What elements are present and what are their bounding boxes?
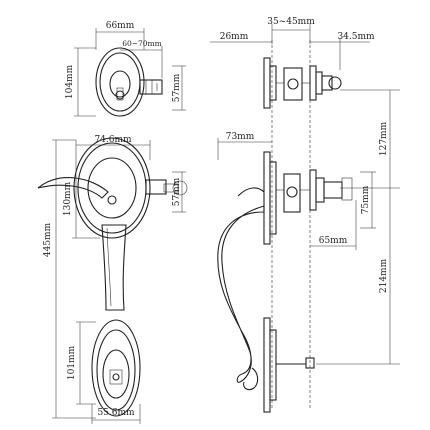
dim-side-handle-projection: 73mm — [226, 132, 255, 142]
dim-front-total-height: 445mm — [43, 222, 53, 257]
dim-front-lower-height: 101mm — [67, 345, 77, 380]
dim-side-latch-height: 75mm — [361, 185, 371, 214]
dim-side-upper-spacing: 127mm — [379, 121, 389, 156]
front-deadbolt-escutcheon — [95, 47, 163, 117]
dim-front-handle-width: 74.6mm — [94, 135, 132, 145]
side-handle-latch — [237, 151, 353, 245]
front-lower-plate — [91, 319, 141, 417]
side-lower-plate — [243, 317, 315, 413]
dim-front-handle-upper-height: 130mm — [63, 181, 73, 216]
dim-front-deadbolt-width: 66mm — [106, 21, 135, 31]
dim-side-inside-depth: 65mm — [319, 236, 348, 246]
dim-side-lower-spacing: 214mm — [379, 258, 389, 293]
dim-front-lower-width: 55.6mm — [97, 408, 135, 418]
front-view: 66mm 60~70mm 104mm 57mm 74.6mm 130mm 57m… — [37, 21, 188, 424]
side-view: 35~45mm 26mm 34.5mm 73mm 127mm 75mm 65mm… — [210, 17, 400, 413]
dim-front-deadbolt-height: 104mm — [65, 64, 75, 99]
dim-side-thumbturn-depth: 34.5mm — [337, 32, 375, 42]
front-grip — [101, 224, 127, 311]
dim-side-door-thickness: 35~45mm — [267, 17, 315, 27]
dim-front-bore-deadbolt: 57mm — [172, 73, 182, 102]
dim-side-rose-projection: 26mm — [220, 32, 249, 42]
dim-front-bore-handle: 57mm — [172, 177, 182, 206]
side-grip-profile — [217, 205, 265, 383]
side-deadbolt — [263, 57, 342, 109]
front-handle-escutcheon — [37, 137, 188, 239]
dim-front-backset: 60~70mm — [122, 39, 162, 48]
